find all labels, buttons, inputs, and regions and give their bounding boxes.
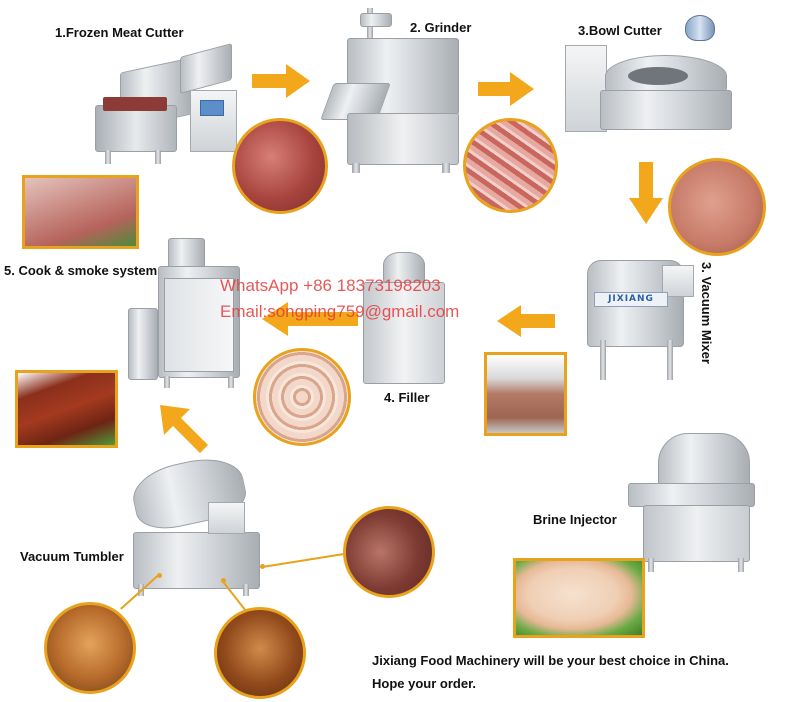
- label-filler: 4. Filler: [384, 390, 430, 405]
- frozen-meat-block-photo: [22, 175, 139, 249]
- footer-line-2: Hope your order.: [372, 676, 477, 691]
- frozen-meat-cubes-photo: [232, 118, 328, 214]
- label-vacuum-mixer: 3. Vacuum Mixer: [699, 262, 714, 364]
- footer-line-1: Jixiang Food Machinery will be your best…: [372, 653, 729, 668]
- label-bowl-cutter: 3.Bowl Cutter: [578, 23, 662, 38]
- label-cook-smoke-system: 5. Cook & smoke system: [4, 263, 158, 278]
- cooked-sausages-photo: [15, 370, 118, 448]
- connector-dot: [221, 578, 226, 583]
- arrow-down-icon: [629, 162, 663, 224]
- connector-dot: [157, 573, 162, 578]
- ground-meat-photo: [463, 118, 558, 213]
- watermark-email: Email:songping759@gmail.com: [220, 302, 460, 321]
- raw-sausages-photo: [253, 348, 351, 446]
- smokehouse-machine: [128, 238, 246, 388]
- machine-brand-plate: JIXIANG: [594, 292, 668, 307]
- vacuum-mixer-machine: JIXIANG: [582, 240, 697, 380]
- arrow-up-left-icon: [160, 405, 208, 453]
- filler-machine: [358, 252, 448, 387]
- watermark-whatsapp: WhatsApp +86 18373198203: [220, 276, 441, 295]
- label-grinder: 2. Grinder: [410, 20, 472, 35]
- mixed-meat-tray-photo: [484, 352, 567, 436]
- arrow-right-icon: [478, 72, 534, 106]
- arrow-right-icon: [252, 64, 310, 98]
- label-frozen-meat-cutter: 1.Frozen Meat Cutter: [55, 25, 184, 40]
- vacuum-tumbler-machine: [127, 451, 263, 597]
- roasted-chicken-photo: [214, 607, 306, 699]
- sliced-ham-photo: [343, 506, 435, 598]
- bowl-cutter-machine: [560, 15, 732, 135]
- label-vacuum-tumbler: Vacuum Tumbler: [20, 549, 124, 564]
- connector-line: [262, 551, 352, 568]
- label-brine-injector: Brine Injector: [533, 512, 617, 527]
- frozen-meat-cutter-machine: [95, 35, 245, 165]
- minced-meat-photo: [668, 158, 766, 256]
- connector-dot: [260, 564, 265, 569]
- grinder-machine: [320, 8, 462, 173]
- brine-injector-machine: [628, 433, 758, 573]
- raw-chicken-photo: [513, 558, 645, 638]
- arrow-left-icon: [497, 305, 555, 337]
- arrow-left-icon: [262, 302, 358, 336]
- roasted-drumsticks-photo: [44, 602, 136, 694]
